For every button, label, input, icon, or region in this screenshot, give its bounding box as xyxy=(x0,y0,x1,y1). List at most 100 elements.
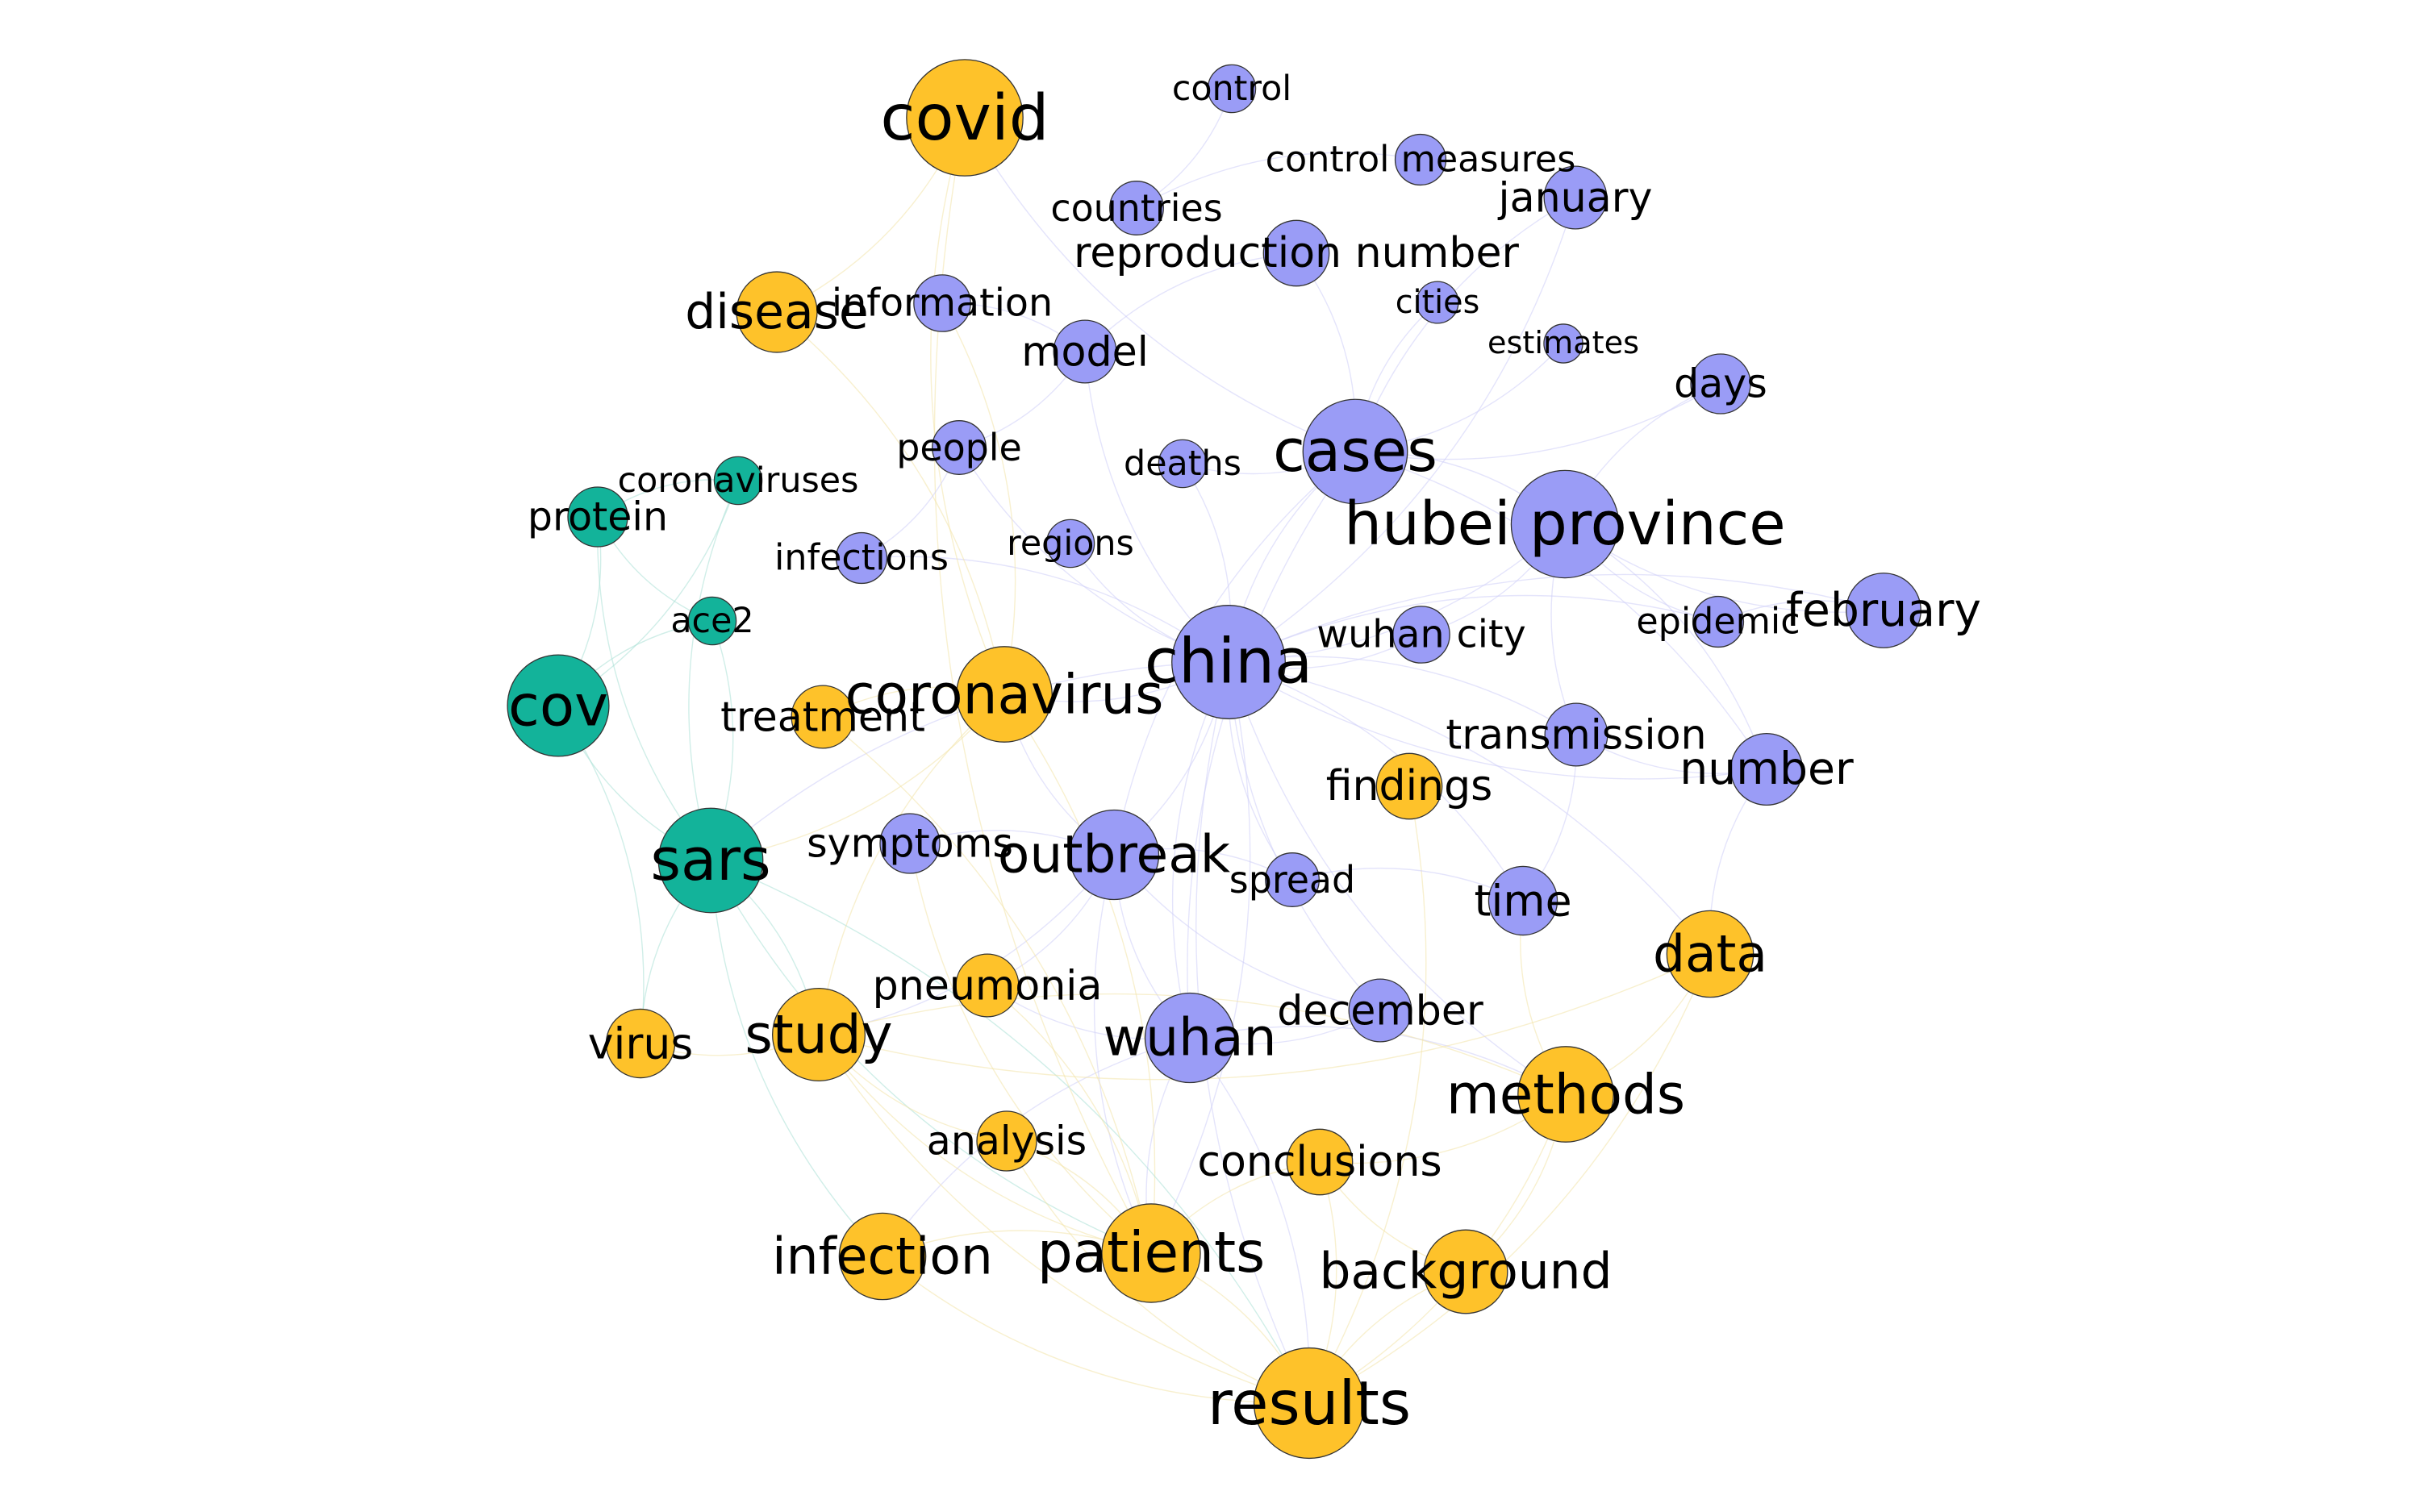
node-label-infection: infection xyxy=(772,1227,993,1286)
node-countries xyxy=(1109,181,1164,235)
node-patients xyxy=(1101,1203,1201,1303)
node-time xyxy=(1487,865,1558,936)
node-december xyxy=(1348,978,1412,1043)
edge-coronavirus-information xyxy=(941,302,1016,695)
node-treatment xyxy=(791,685,855,749)
node-model xyxy=(1053,319,1117,384)
node-label-study: study xyxy=(745,1004,892,1066)
edge-china-data xyxy=(1228,661,1711,955)
node-label-coronaviruses: coronaviruses xyxy=(618,460,859,501)
node-label-control: control xyxy=(1172,69,1291,109)
node-data xyxy=(1666,910,1754,998)
node-label-wuhan_city: wuhan city xyxy=(1316,613,1525,657)
node-outbreak xyxy=(1068,809,1160,901)
node-label-covid: covid xyxy=(880,81,1049,155)
edge-coronavirus-disease xyxy=(776,311,1005,695)
node-label-december: december xyxy=(1277,987,1483,1035)
node-coronaviruses xyxy=(713,456,763,506)
node-protein xyxy=(567,486,628,548)
node-label-coronavirus: coronavirus xyxy=(845,663,1163,727)
edge-patients-symptoms xyxy=(909,843,1152,1254)
edge-sars-results xyxy=(710,860,1310,1404)
node-coronavirus xyxy=(956,646,1053,743)
node-transmission xyxy=(1544,702,1608,767)
node-label-ace2: ace2 xyxy=(670,601,753,641)
node-label-treatment: treatment xyxy=(720,694,925,741)
edge-cases-number xyxy=(1354,451,1767,770)
node-label-pneumonia: pneumonia xyxy=(873,962,1103,1010)
edge-cases-days xyxy=(1354,383,1721,460)
node-label-time: time xyxy=(1474,876,1571,927)
node-people xyxy=(932,420,987,475)
node-analysis xyxy=(976,1110,1037,1172)
node-china xyxy=(1171,605,1286,719)
node-label-methods: methods xyxy=(1446,1063,1685,1127)
edge-china-february xyxy=(1228,573,1884,663)
node-label-cov: cov xyxy=(508,673,608,739)
edge-china-january xyxy=(1228,197,1576,663)
node-findings xyxy=(1375,752,1443,820)
node-ace2 xyxy=(687,596,737,646)
edge-coronavirus-covid xyxy=(930,117,1005,695)
node-disease xyxy=(736,271,818,353)
node-label-hubei_province: hubei province xyxy=(1344,489,1785,559)
edge-study-data xyxy=(818,953,1711,1081)
node-label-protein: protein xyxy=(528,494,668,540)
node-hubei_province xyxy=(1510,469,1620,579)
node-label-sars: sars xyxy=(650,827,770,894)
edge-cases-wuhan xyxy=(1187,451,1356,1039)
node-label-reproduction_number: reproduction number xyxy=(1074,229,1520,277)
node-spread xyxy=(1265,852,1320,907)
node-label-people: people xyxy=(896,426,1022,469)
node-days xyxy=(1690,353,1751,414)
node-methods xyxy=(1517,1046,1614,1143)
node-label-outbreak: outbreak xyxy=(998,825,1231,885)
node-infections xyxy=(835,531,888,585)
node-cases xyxy=(1302,398,1408,505)
node-label-china: china xyxy=(1145,627,1312,698)
node-estimates xyxy=(1543,323,1583,364)
node-label-symptoms: symptoms xyxy=(807,821,1013,867)
node-label-cities: cities xyxy=(1396,284,1480,321)
node-label-control_measures: control measures xyxy=(1266,140,1576,181)
node-label-model: model xyxy=(1021,328,1149,376)
node-control xyxy=(1207,64,1257,114)
edge-sars-protein xyxy=(597,516,711,861)
node-symptoms xyxy=(879,813,941,874)
node-label-data: data xyxy=(1653,925,1767,984)
node-label-spread: spread xyxy=(1229,858,1355,902)
edge-sars-coronaviruses xyxy=(688,480,739,861)
node-label-virus: virus xyxy=(588,1018,694,1069)
node-number xyxy=(1729,732,1804,806)
node-control_measures xyxy=(1394,133,1447,186)
node-label-days: days xyxy=(1674,361,1767,407)
node-label-infections: infections xyxy=(774,538,949,579)
node-label-january: january xyxy=(1498,174,1653,222)
node-label-estimates: estimates xyxy=(1487,326,1639,361)
edge-patients-study xyxy=(818,1034,1152,1254)
node-label-conclusions: conclusions xyxy=(1197,1138,1442,1186)
edge-cov-virus xyxy=(557,705,645,1044)
node-label-wuhan: wuhan xyxy=(1104,1008,1277,1068)
edge-sars-patients xyxy=(710,860,1152,1254)
node-january xyxy=(1543,165,1608,230)
node-conclusions xyxy=(1286,1128,1354,1196)
node-label-regions: regions xyxy=(1007,523,1134,564)
node-virus xyxy=(605,1008,676,1079)
node-covid xyxy=(906,59,1024,177)
node-reproduction_number xyxy=(1262,219,1330,287)
node-label-findings: findings xyxy=(1326,762,1493,810)
edge-china-epidemic xyxy=(1228,594,1719,663)
edge-results-study xyxy=(818,1034,1310,1404)
edge-china-sars xyxy=(710,661,1229,861)
node-study xyxy=(772,988,866,1082)
edge-outbreak-patients xyxy=(1093,854,1152,1254)
node-label-countries: countries xyxy=(1050,186,1222,230)
node-layer xyxy=(507,59,1921,1460)
edge-cases-covid xyxy=(964,117,1356,452)
node-deaths xyxy=(1158,439,1208,489)
edge-china-patients xyxy=(1150,661,1251,1254)
node-label-background: background xyxy=(1319,1243,1612,1301)
node-label-deaths: deaths xyxy=(1124,444,1241,484)
node-label-number: number xyxy=(1679,744,1854,795)
